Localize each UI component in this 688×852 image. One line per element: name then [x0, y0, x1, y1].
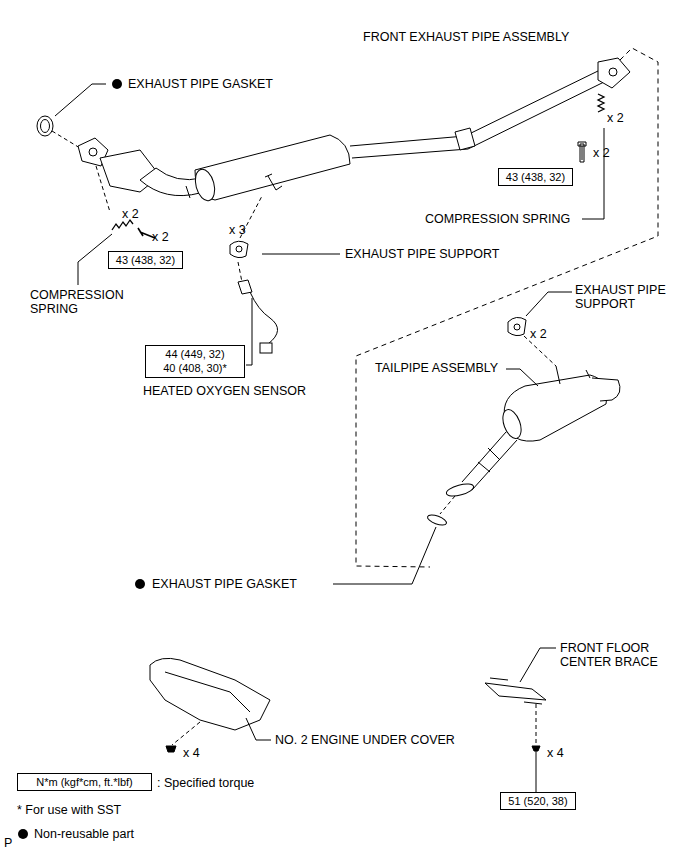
torque-box: N*m (kgf*cm, ft.*lbf) [17, 773, 152, 791]
part-label: EXHAUST PIPE GASKET [152, 577, 297, 591]
torque-value: 43 (438, 32) [113, 253, 178, 267]
part-label: EXHAUST PIPE SUPPORT [345, 247, 499, 261]
quantity-label: x 2 [593, 146, 610, 160]
part-label: P [4, 836, 12, 850]
quantity-label: x 4 [547, 746, 564, 760]
torque-box: 51 (520, 38) [500, 792, 576, 810]
part-label: NO. 2 ENGINE UNDER COVER [275, 733, 455, 747]
torque-value: N*m (kgf*cm, ft.*lbf) [22, 775, 147, 789]
part-label: : Specified torque [157, 776, 254, 790]
legend-text: Non-reusable part [34, 827, 134, 841]
part-label: HEATED OXYGEN SENSOR [143, 384, 306, 398]
quantity-label: x 2 [530, 327, 547, 341]
torque-box: 44 (449, 32)40 (408, 30)* [145, 345, 245, 378]
torque-box: 43 (438, 32) [498, 168, 573, 186]
part-label: TAILPIPE ASSEMBLY [375, 361, 498, 375]
quantity-label: x 2 [152, 230, 169, 244]
part-label: FRONT EXHAUST PIPE ASSEMBLY [363, 30, 569, 44]
part-label: COMPRESSION SPRING [425, 212, 570, 226]
part-label: FRONT FLOOR CENTER BRACE [560, 641, 675, 670]
part-label: EXHAUST PIPE SUPPORT [575, 283, 675, 312]
quantity-label: x 2 [607, 111, 624, 125]
quantity-label: x 2 [122, 207, 139, 221]
torque-value: 51 (520, 38) [505, 794, 571, 808]
torque-value: 43 (438, 32) [503, 170, 568, 184]
quantity-label: x 3 [229, 223, 246, 237]
quantity-label: x 4 [183, 746, 200, 760]
part-label: * For use with SST [17, 803, 121, 817]
torque-value: 44 (449, 32) [150, 347, 240, 361]
torque-box: 43 (438, 32) [108, 251, 183, 269]
legend-swatch [18, 829, 28, 839]
torque-value: 40 (408, 30)* [150, 361, 240, 375]
part-label: EXHAUST PIPE GASKET [128, 77, 273, 91]
part-label: COMPRESSION SPRING [30, 288, 130, 317]
